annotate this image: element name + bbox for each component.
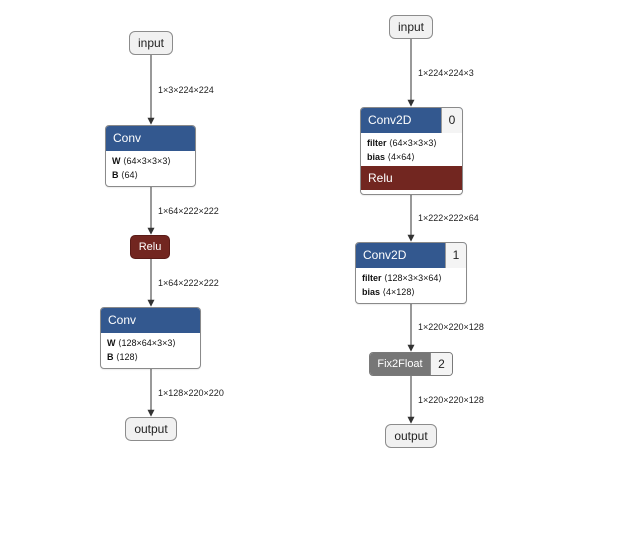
left-conv2-title: Conv: [108, 313, 137, 327]
right-input-node[interactable]: input: [389, 15, 433, 39]
left-relu-label: Relu: [138, 241, 162, 253]
right-conv2d-0-attr1-val: ⟨64×3×3×3⟩: [389, 138, 437, 148]
left-conv2-header: Conv: [101, 308, 200, 333]
left-edge3-shape: 1×64×222×222: [158, 278, 219, 288]
left-conv2-node[interactable]: Conv W ⟨128×64×3×3⟩ B ⟨128⟩: [100, 307, 201, 369]
left-conv1-attr1-val: ⟨64×3×3×3⟩: [123, 156, 171, 166]
left-output-label: output: [134, 422, 168, 436]
left-conv1-attr2-key: B: [112, 170, 119, 180]
left-relu-node[interactable]: Relu: [130, 235, 170, 259]
left-input-node[interactable]: input: [129, 31, 173, 55]
right-output-node[interactable]: output: [385, 424, 437, 448]
right-edge3-shape: 1×220×220×128: [418, 322, 484, 332]
left-conv1-attr1-key: W: [112, 156, 121, 166]
right-input-label: input: [397, 20, 425, 34]
right-edge2-shape: 1×222×222×64: [418, 213, 479, 223]
right-conv2d-0-attr2-key: bias: [367, 152, 386, 162]
left-edge2-shape: 1×64×222×222: [158, 206, 219, 216]
right-conv2d-1-attr1-val: ⟨128×3×3×64⟩: [384, 273, 442, 283]
right-fix2float-node[interactable]: Fix2Float 2: [369, 352, 453, 376]
right-fix2float-index: 2: [430, 353, 452, 375]
right-conv2d-0-attr2-val: ⟨4×64⟩: [387, 152, 415, 162]
right-conv2d-1-header: Conv2D 1: [356, 243, 466, 268]
right-conv2d-0-attr1-key: filter: [367, 138, 387, 148]
right-output-label: output: [394, 429, 428, 443]
left-conv1-attrs: W ⟨64×3×3×3⟩ B ⟨64⟩: [106, 151, 195, 184]
right-edge1-shape: 1×224×224×3: [418, 68, 474, 78]
left-conv2-attr1-key: W: [107, 338, 116, 348]
right-conv2d-1-attrs: filter ⟨128×3×3×64⟩ bias ⟨4×128⟩: [356, 268, 466, 301]
right-conv2d-1-attr2-val: ⟨4×128⟩: [382, 287, 415, 297]
right-conv2d-1-title: Conv2D: [363, 248, 407, 262]
left-conv2-attr2-key: B: [107, 352, 114, 362]
left-conv2-attrs: W ⟨128×64×3×3⟩ B ⟨128⟩: [101, 333, 200, 366]
right-conv2d-0-title: Conv2D: [368, 113, 412, 127]
right-conv2d-1-index: 1: [445, 243, 466, 268]
left-edge4-shape: 1×128×220×220: [158, 388, 224, 398]
right-conv2d-0-activation-label: Relu: [368, 171, 393, 185]
right-edge4-shape: 1×220×220×128: [418, 395, 484, 405]
right-conv2d-0-header: Conv2D 0: [361, 108, 462, 133]
right-conv2d-0-attrs: filter ⟨64×3×3×3⟩ bias ⟨4×64⟩: [361, 133, 462, 166]
right-conv2d-1-attr1-key: filter: [362, 273, 382, 283]
left-edge1-shape: 1×3×224×224: [158, 85, 214, 95]
left-conv1-node[interactable]: Conv W ⟨64×3×3×3⟩ B ⟨64⟩: [105, 125, 196, 187]
right-conv2d-1-attr2-key: bias: [362, 287, 381, 297]
right-conv2d-0-node[interactable]: Conv2D 0 filter ⟨64×3×3×3⟩ bias ⟨4×64⟩ R…: [360, 107, 463, 195]
right-conv2d-0-activation: Relu: [361, 166, 462, 190]
right-fix2float-title: Fix2Float: [370, 353, 430, 375]
left-output-node[interactable]: output: [125, 417, 177, 441]
left-conv1-attr2-val: ⟨64⟩: [121, 170, 139, 180]
right-conv2d-0-index: 0: [441, 108, 462, 133]
right-conv2d-1-node[interactable]: Conv2D 1 filter ⟨128×3×3×64⟩ bias ⟨4×128…: [355, 242, 467, 304]
left-conv1-title: Conv: [113, 131, 142, 145]
left-input-label: input: [137, 36, 165, 50]
left-conv1-header: Conv: [106, 126, 195, 151]
left-conv2-attr1-val: ⟨128×64×3×3⟩: [118, 338, 176, 348]
left-conv2-attr2-val: ⟨128⟩: [116, 352, 139, 362]
